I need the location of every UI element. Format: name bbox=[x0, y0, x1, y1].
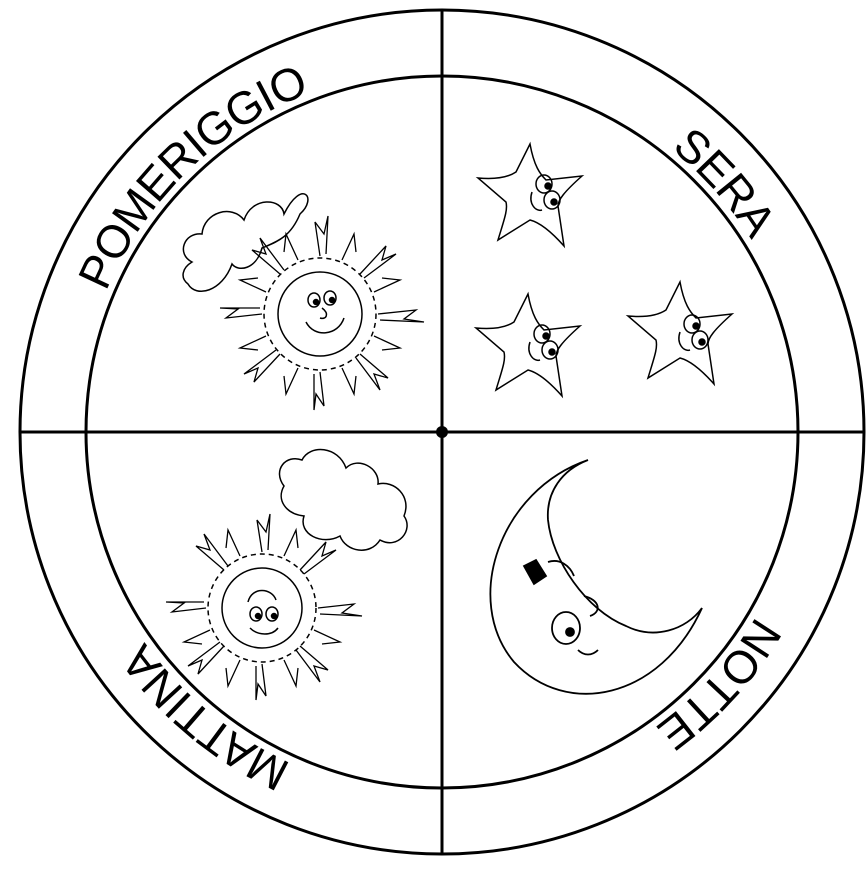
center-pin bbox=[436, 426, 448, 438]
